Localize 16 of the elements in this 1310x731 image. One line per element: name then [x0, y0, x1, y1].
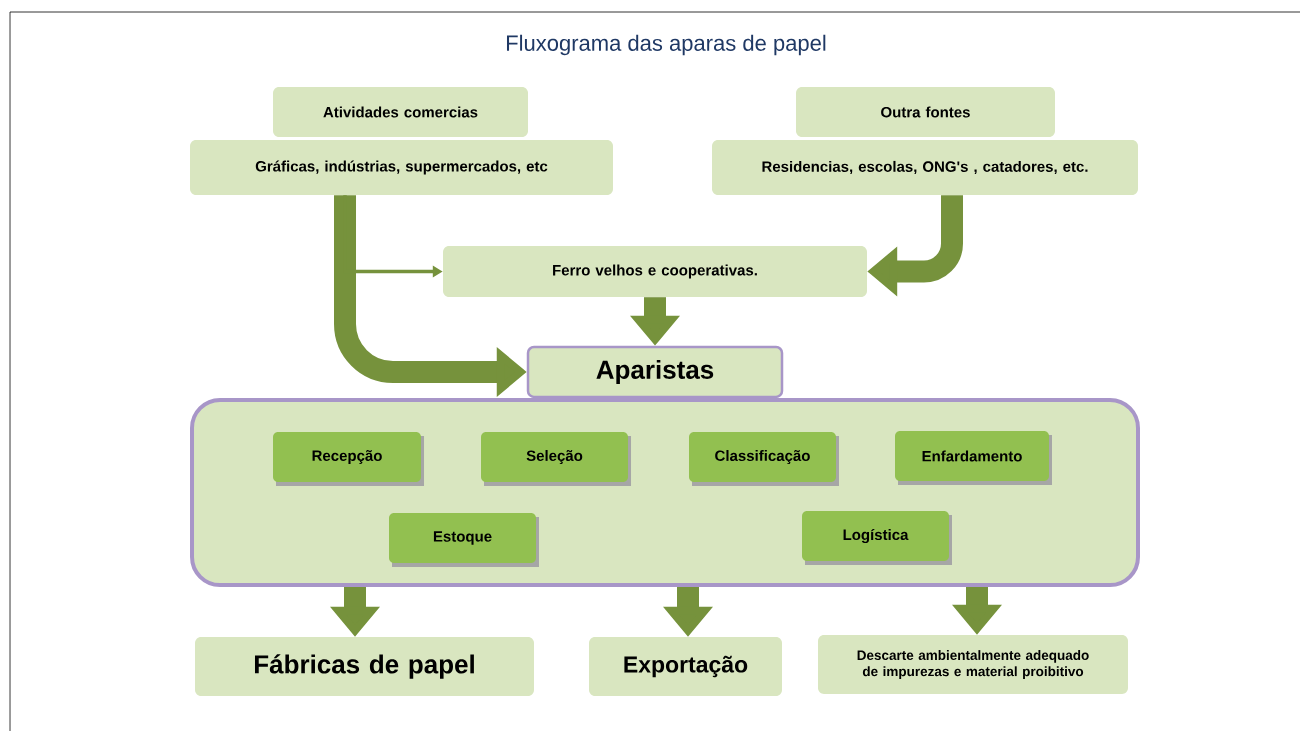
step-box: Recepção: [273, 432, 424, 486]
process-box: Atividades comercias: [273, 87, 528, 137]
step-box: Classificação: [689, 432, 839, 486]
process-box: Exportação: [589, 637, 782, 696]
step-box: Logística: [802, 511, 952, 565]
process-box: Outra fontes: [796, 87, 1055, 137]
process-box: Fábricas de papel: [195, 637, 534, 696]
title: Fluxograma das aparas de papel: [507, 34, 826, 56]
process-box: Ferro velhos e cooperativas.: [443, 246, 867, 297]
process-box: Gráficas, indústrias, supermercados, etc: [190, 140, 613, 195]
step-box: Seleção: [481, 432, 631, 486]
process-box: Descarte ambientalmente adequado de impurezas e material proibitivo: [818, 635, 1128, 694]
process-box: Aparistas: [526, 345, 784, 399]
step-box: Enfardamento: [895, 431, 1052, 485]
process-box: Residencias, escolas, ONG's , catadores, etc.: [712, 140, 1138, 195]
step-box: Estoque: [389, 513, 539, 567]
